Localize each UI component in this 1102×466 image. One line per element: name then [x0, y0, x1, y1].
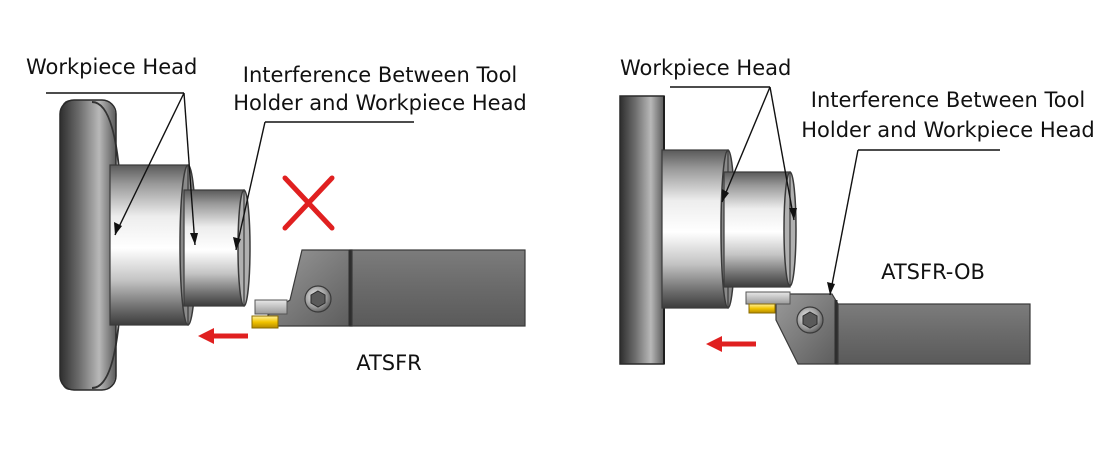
right-panel: Workpiece Head Interference Between Tool…	[619, 56, 1095, 365]
left-tool-holder	[251, 249, 526, 329]
arrow-left-icon	[198, 328, 248, 344]
right-tool-label: ATSFR-OB	[881, 260, 985, 284]
right-workpiece-head-cylinder	[723, 171, 797, 288]
left-tool-label: ATSFR	[356, 351, 422, 375]
left-leader-arrowheads	[114, 222, 241, 250]
left-workpiece-middle-cylinder	[109, 164, 197, 326]
right-interference-label-line2: Holder and Workpiece Head	[801, 118, 1095, 142]
left-cutting-insert	[251, 299, 288, 329]
hex-socket-screw-icon	[304, 285, 332, 313]
left-workpiece-head-cylinder	[183, 189, 251, 307]
x-mark-icon	[282, 175, 335, 231]
left-leader-lines	[46, 92, 414, 251]
left-interference-label-line2: Holder and Workpiece Head	[233, 91, 527, 115]
right-interference-label-line1: Interference Between Tool	[811, 88, 1086, 112]
right-leader-lines	[670, 86, 1000, 296]
left-interference-label-line1: Interference Between Tool	[243, 63, 518, 87]
left-panel: Workpiece Head Interference Between Tool…	[26, 55, 527, 391]
left-workpiece-head-label: Workpiece Head	[26, 55, 197, 79]
right-workpiece-head-label: Workpiece Head	[620, 56, 791, 80]
hex-socket-screw-icon	[796, 306, 824, 334]
arrow-left-icon	[706, 336, 756, 352]
right-workpiece-flange	[619, 95, 665, 365]
right-tool-holder	[745, 291, 1031, 365]
right-leader-arrowheads	[722, 189, 835, 295]
right-cutting-insert	[745, 291, 791, 314]
